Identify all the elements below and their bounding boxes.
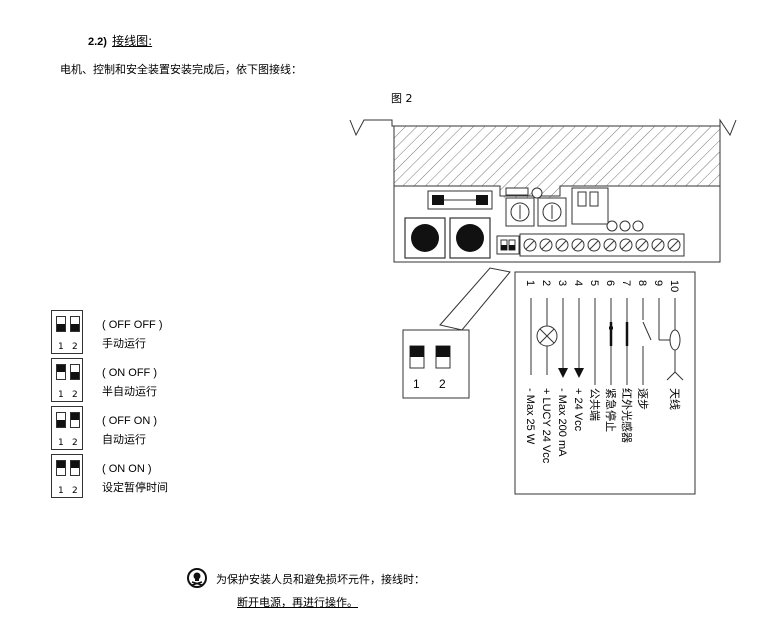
break-line bbox=[349, 118, 737, 137]
terminal-label: 红外光感器 bbox=[620, 388, 634, 443]
dip-switch-number: 2 bbox=[72, 486, 78, 496]
terminal-label: 逐步 bbox=[636, 388, 649, 410]
intro-text: 电机、控制和安全装置安装完成后，依下图接线： bbox=[60, 63, 302, 76]
terminal-number: 3 bbox=[556, 280, 568, 286]
dip-mode-description: 半自动运行 bbox=[102, 385, 157, 398]
section-heading: 2.2) 接线图: bbox=[88, 30, 152, 49]
section-number: 2.2) bbox=[88, 36, 107, 48]
warning-line-2: 断开电源，再进行操作。 bbox=[237, 596, 358, 609]
dip-switch-number: 2 bbox=[72, 438, 78, 448]
dip-switch-number: 2 bbox=[72, 342, 78, 352]
dip-switch-number: 1 bbox=[58, 438, 64, 448]
terminal-number: 7 bbox=[620, 280, 632, 286]
terminal-label: - Max 25 W bbox=[524, 388, 536, 445]
terminal-label: + 24 Vcc bbox=[572, 388, 584, 432]
section-title: 接线图: bbox=[112, 34, 153, 48]
dip-detail-num-2: 2 bbox=[439, 377, 446, 391]
terminal-number: 1 bbox=[524, 280, 536, 286]
terminal-label: 天线 bbox=[668, 388, 682, 410]
antenna-icon bbox=[666, 371, 684, 381]
dip-switch-number: 1 bbox=[58, 486, 64, 496]
board-dip-switch bbox=[496, 235, 520, 255]
wiring-box bbox=[514, 271, 696, 495]
warning-line-1: 为保护安装人员和避免损坏元件，接线时： bbox=[216, 573, 425, 586]
terminal-number: 2 bbox=[540, 280, 552, 286]
terminal-number: 10 bbox=[668, 280, 680, 292]
dip-mode-label: ( OFF ON ) bbox=[102, 415, 157, 427]
terminal-label: 公共端 bbox=[588, 388, 601, 421]
warning-icon bbox=[187, 568, 207, 588]
terminal-number: 9 bbox=[652, 280, 664, 286]
arrow-icon bbox=[558, 368, 568, 378]
terminal-label: + LUCY 24 Vcc bbox=[540, 388, 552, 464]
dip-detail-num-1: 1 bbox=[413, 377, 420, 391]
callout-pointer bbox=[439, 267, 511, 331]
terminal-number: 8 bbox=[636, 280, 648, 286]
dip-switch-number: 1 bbox=[58, 390, 64, 400]
dip-mode-description: 手动运行 bbox=[102, 337, 146, 350]
dip-mode-description: 设定暂停时间 bbox=[102, 481, 168, 494]
terminal-number: 4 bbox=[572, 280, 584, 286]
figure-label: 图 2 bbox=[391, 92, 413, 105]
dip-mode-label: ( ON ON ) bbox=[102, 463, 152, 475]
dip-mode-label: ( ON OFF ) bbox=[102, 367, 157, 379]
dip-mode-label: ( OFF OFF ) bbox=[102, 319, 163, 331]
arrow-icon bbox=[574, 368, 584, 378]
terminal-label: - Max 200 mA bbox=[556, 388, 568, 457]
dip-switch-number: 1 bbox=[58, 342, 64, 352]
terminal-number: 5 bbox=[588, 280, 600, 286]
dip-mode-description: 自动运行 bbox=[102, 433, 146, 446]
hatched-area bbox=[394, 126, 720, 186]
dip-switch-number: 2 bbox=[72, 390, 78, 400]
terminal-label: 紧急停止 bbox=[604, 388, 618, 432]
terminal-number: 6 bbox=[604, 280, 616, 286]
